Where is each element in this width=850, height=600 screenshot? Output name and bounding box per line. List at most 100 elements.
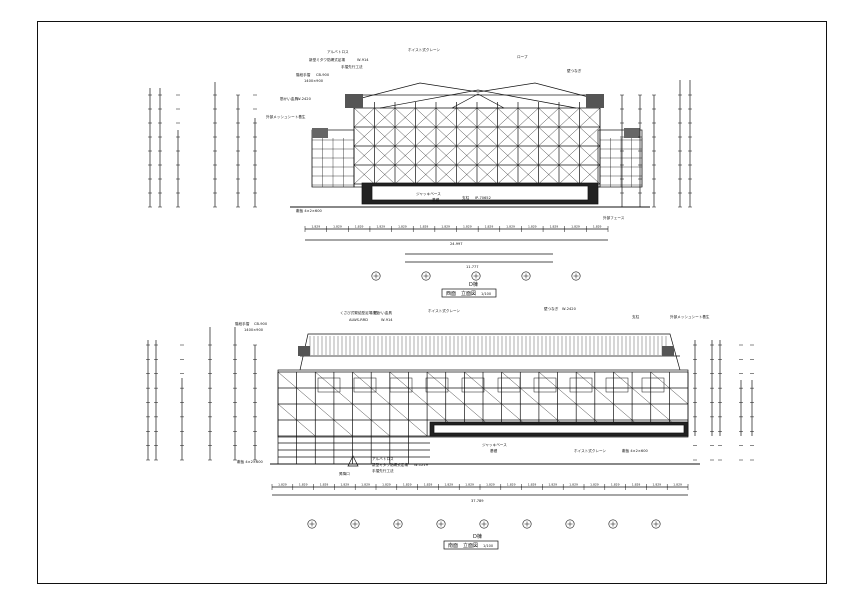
lower-callout-base-left: 敷板 4×2×600 (237, 459, 263, 464)
upper-right-wing (597, 129, 643, 188)
scaffold-brace (579, 126, 601, 147)
scaffold-brace (501, 371, 521, 389)
scaffold-brace (394, 126, 416, 147)
width-dimension-label: 1.829 (528, 225, 537, 229)
window (317, 377, 341, 393)
lower-title-box (443, 540, 499, 550)
scaffold-brace (631, 387, 651, 405)
upper-callout-aluminum: アルバトロス (327, 49, 349, 54)
upper-callout-rope: ロープ (517, 54, 528, 59)
width-dimension-label: 1.829 (569, 483, 578, 487)
scaffold-brace (558, 107, 580, 128)
scaffold-brace (415, 164, 437, 185)
scaffold-brace (476, 126, 498, 147)
upper-wing-corner-left (312, 128, 328, 138)
width-dimension-label: 1.829 (673, 483, 682, 487)
scaffold-brace (497, 164, 519, 185)
drawing-sheet (37, 21, 827, 584)
width-dimension-label: 1.829 (403, 483, 412, 487)
scaffold-brace (389, 403, 409, 421)
width-dimension-label: 1.829 (278, 483, 287, 487)
scaffold-brace (353, 107, 375, 128)
upper-callout-guard-code: W-914 (357, 58, 369, 62)
scaffold-brace (353, 164, 375, 185)
scaffold-brace (517, 107, 539, 128)
scaffold-brace (517, 126, 539, 147)
upper-callout-hoist: ホイスト式クレーン (408, 47, 440, 52)
scaffold-brace (476, 145, 498, 166)
width-dimension-label: 1.829 (485, 225, 494, 229)
lower-roof-hatch (309, 336, 667, 355)
window (389, 377, 413, 393)
width-dimension-label: 1.829 (465, 483, 474, 487)
scaffold-brace (613, 403, 633, 421)
lower-callout-handrail: 手摺先行工法 (372, 468, 394, 473)
upper-elevation (290, 82, 650, 208)
scaffold-brace (579, 164, 601, 185)
upper-callout-end-frame: 外部フェース (603, 215, 625, 220)
upper-view-title: 西面 立面図 (446, 290, 476, 297)
upper-callout-brace: 筋かい金具 (280, 96, 298, 101)
scaffold-brace (371, 419, 390, 437)
lower-callout-anchor: ALWS-RRD (349, 318, 368, 322)
lower-callout-aluminum: アルバトロス (372, 456, 394, 461)
width-dimension-label: 1.829 (593, 225, 602, 229)
upper-dimension-ticks (148, 94, 692, 208)
lower-callout-stair-code: CB-900 (254, 322, 268, 326)
window (461, 377, 485, 393)
width-dimension-label: 1.829 (420, 225, 429, 229)
lower-callout-guard-net: 新型ミタワ防網式足場 (372, 462, 408, 467)
upper-wing-corner-right (624, 128, 640, 138)
width-dimension-label: 1.829 (398, 225, 407, 229)
lower-callout-stair: 階段手摺 (235, 321, 250, 326)
scaffold-brace (557, 387, 577, 405)
scaffold-brace (394, 164, 416, 185)
width-dimension-label: 1.829 (320, 483, 329, 487)
scaffold-brace (415, 145, 437, 166)
width-dimension-label: 1.829 (299, 483, 308, 487)
scaffold-brace (389, 371, 409, 389)
scaffold-brace (315, 371, 335, 389)
scaffold-brace (435, 145, 457, 166)
scaffold-brace (501, 403, 521, 421)
scaffold-brace (374, 107, 396, 128)
scaffold-brace (315, 403, 335, 421)
upper-callout-base: 敷板 4×2×600 (296, 208, 322, 213)
width-dimension-label: 1.829 (528, 483, 537, 487)
scaffold-brace (371, 387, 390, 405)
scaffold-brace (408, 387, 428, 405)
upper-roof-dormer (451, 93, 505, 109)
scaffold-brace (352, 371, 372, 389)
lower-callout-base-right: 敷板 4×2×600 (622, 448, 648, 453)
scaffold-brace (296, 387, 316, 405)
scaffold-brace (579, 145, 601, 166)
width-dimension-label: 1.829 (632, 483, 641, 487)
lower-width-ticks: 1.829 1.829 1.829 1.829 1.829 1.829 1.829 1.829… (271, 483, 689, 490)
scaffold-brace (538, 371, 558, 389)
upper-roof-ridge (379, 89, 577, 109)
upper-callout-wall-tie: 壁つなぎ (567, 68, 582, 73)
upper-right-dimensions (621, 80, 691, 207)
scaffold-brace (456, 126, 478, 147)
scaffold-brace (435, 107, 457, 128)
window (533, 377, 557, 393)
upper-callout-sheet-net: 外部メッシュシート養生 (266, 114, 306, 119)
scaffold-brace (352, 403, 372, 421)
scaffold-brace (415, 107, 437, 128)
scaffold-brace (374, 164, 396, 185)
width-dimension-label: 1.829 (312, 225, 321, 229)
scaffold-brace (353, 145, 375, 166)
lower-left-dimensions (147, 327, 256, 460)
scaffold-brace (415, 126, 437, 147)
width-dimension-label: 1.829 (571, 225, 580, 229)
scaffold-brace (497, 107, 519, 128)
scaffold-brace (476, 107, 498, 128)
lower-callout-wheel: ホイスト式クレーン (428, 308, 460, 313)
lower-callout-wall-tie: 壁つなぎ (544, 306, 559, 311)
upper-total-width: 24.997 (450, 242, 463, 246)
scaffold-brace (538, 403, 558, 421)
upper-lower-total: 11.777 (466, 265, 479, 269)
lower-view-title: 南面 立面図 (448, 542, 478, 549)
lower-corner-left (298, 346, 310, 356)
scaffold-brace (408, 419, 428, 437)
